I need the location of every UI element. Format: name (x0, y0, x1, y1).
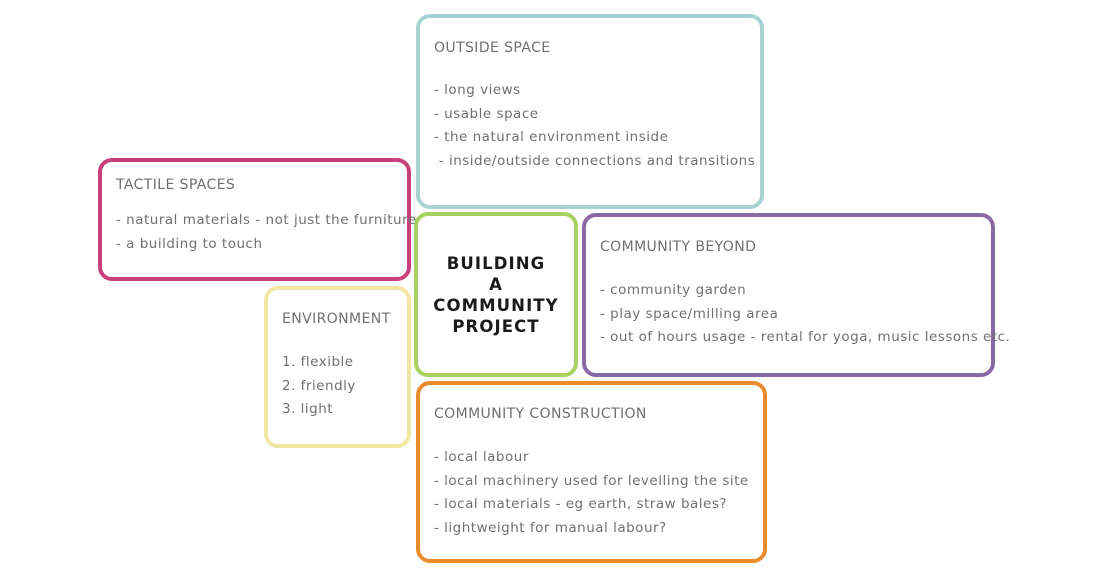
environment-list: 1. flexible 2. friendly 3. light (282, 351, 407, 422)
center-project-box: BUILDING A COMMUNITY PROJECT (414, 212, 578, 377)
list-item: - a building to touch (116, 235, 263, 252)
tactile-spaces-list: - natural materials - not just the furni… (116, 209, 417, 256)
list-item: - community garden (600, 282, 747, 298)
community-construction-title: COMMUNITY CONSTRUCTION (434, 406, 647, 422)
community-construction-list: - local labour - local machinery used fo… (434, 446, 763, 540)
outside-space-title: OUTSIDE SPACE (434, 40, 551, 56)
list-item: - local materials - eg earth, straw bale… (434, 496, 728, 512)
list-item: - out of hours usage - rental for yoga, … (600, 329, 1011, 345)
environment-title: ENVIRONMENT (282, 311, 391, 327)
community-beyond-list: - community garden - play space/milling … (600, 279, 1011, 350)
environment-box: ENVIRONMENT 1. flexible 2. friendly 3. l… (264, 286, 411, 448)
list-item: - long views (434, 82, 521, 98)
list-item: - local machinery used for levelling the… (434, 472, 749, 489)
list-item: - lightweight for manual labour? (434, 519, 667, 536)
list-item: 3. light (282, 401, 334, 417)
list-item: - natural materials - not just the furni… (116, 212, 417, 228)
outside-space-box: OUTSIDE SPACE - long views - usable spac… (416, 14, 764, 209)
list-item: - local labour (434, 449, 529, 465)
list-item: 2. friendly (282, 377, 356, 394)
list-item: - inside/outside connections and transit… (434, 152, 756, 169)
community-beyond-box: COMMUNITY BEYOND - community garden - pl… (582, 213, 1011, 377)
list-item: - usable space (434, 105, 539, 122)
center-project-title: BUILDING A COMMUNITY PROJECT (433, 253, 559, 336)
list-item: - the natural environment inside (434, 129, 669, 145)
community-construction-box: COMMUNITY CONSTRUCTION - local labour - … (416, 381, 767, 563)
outside-space-list: - long views - usable space - the natura… (434, 79, 760, 173)
list-item: - play space/milling area (600, 305, 779, 322)
tactile-spaces-title: TACTILE SPACES (116, 177, 236, 193)
list-item: 1. flexible (282, 354, 354, 370)
tactile-spaces-box: TACTILE SPACES - natural materials - not… (98, 158, 417, 281)
community-beyond-title: COMMUNITY BEYOND (600, 239, 757, 255)
